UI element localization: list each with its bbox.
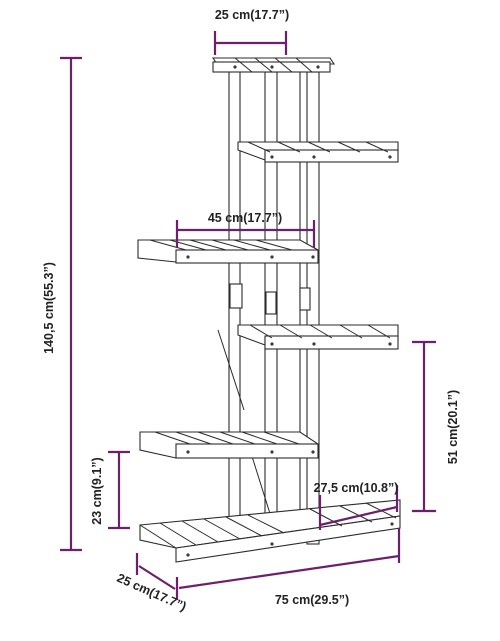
left-shelf-lower [139, 431, 319, 459]
brace [217, 329, 245, 411]
bracket [229, 283, 243, 309]
small-depth-label: 27,5 cm(10.8”) [314, 481, 399, 495]
brace [249, 449, 273, 521]
top-width-label: 25 cm(17.7”) [215, 8, 289, 22]
bracket [299, 287, 311, 311]
top-shelf [211, 57, 336, 73]
left-shelf-upper [137, 239, 319, 264]
plant-stand-icon [137, 57, 401, 563]
dimension-lines [60, 31, 436, 600]
shelf-width-label: 45 cm(17.7”) [208, 211, 282, 225]
total-height-label: 140,5 cm(55.3”) [42, 262, 56, 354]
total-width-label: 75 cm(29.5”) [275, 593, 349, 607]
bracket [265, 291, 277, 315]
right-gap-label: 51 cm(20.1”) [446, 390, 460, 464]
right-shelf-middle [237, 324, 399, 350]
right-shelf-upper [237, 141, 399, 163]
bottom-gap-label: 23 cm(9.1”) [90, 457, 104, 524]
bottom-shelf [139, 499, 401, 563]
